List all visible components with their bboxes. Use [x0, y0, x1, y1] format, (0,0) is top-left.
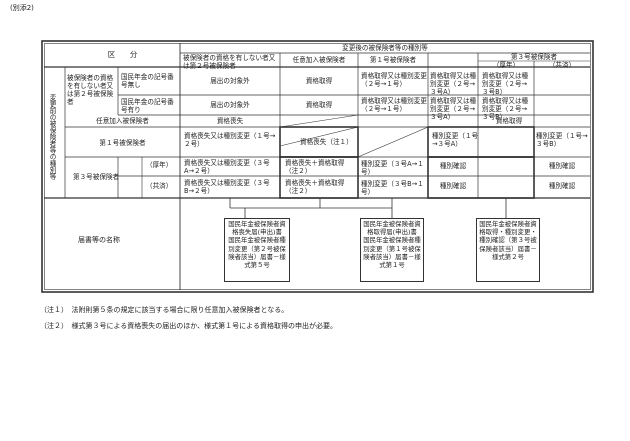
cell-r2-c4: 資格取得又は種別変更（２号→３号A）: [430, 97, 477, 121]
cell-r5-c3: 種別変更（３号A→１号）: [361, 160, 424, 176]
form-box-loss: 国民年金被保険者資格喪失届(申出)書 国民年金被保険者種別変更（第２号被保険者該…: [224, 218, 290, 282]
pension-no-label: 国民年金の記号番号無し: [121, 73, 174, 89]
kubun-header: 区 分: [107, 50, 138, 59]
cell-r4-c2: 資格喪失（注１）: [300, 138, 353, 146]
cell-r6-c5: 種別確認: [548, 182, 576, 190]
col-type1: 第１号被保険者: [369, 56, 417, 64]
type3-employed-label: （厚年）: [146, 161, 173, 169]
cell-r2-c3: 資格取得又は種別変更（２号→１号）: [361, 97, 427, 113]
type3-label: 第３号被保険者: [73, 173, 120, 181]
col-voluntary: 任意加入被保険者: [292, 56, 346, 64]
note-2: （注２） 様式第３号による資格喪失の届出のほか、様式第１号による資格取得の申出が…: [40, 322, 337, 330]
change-title: 変更後の被保険者等の種別等: [342, 44, 428, 52]
before-label: 変更前の被保険者等の種別等: [48, 94, 56, 180]
cell-r6-c2: 資格喪失＋資格取得（注２）: [285, 179, 345, 195]
cell-r1-c5: 資格取得又は種別変更（２号→３号B）: [482, 72, 529, 96]
cell-r2-c2: 資格取得: [305, 101, 333, 109]
col-non-insured: 被保険者の資格を有しない者又は第２号被保険者: [183, 54, 276, 70]
cell-r6-c4: 種別確認: [439, 182, 467, 190]
note-1: （注１） 法附則第５条の規定に該当する場合に限り任意加入被保険者となる。: [40, 306, 289, 314]
cell-r1-c4: 資格取得又は種別変更（２号→３号A）: [430, 72, 477, 96]
cell-r4-c4: 種別変更（１号→３号A）: [432, 132, 479, 148]
cell-r6-c1: 資格喪失又は種別変更（３号B→２号）: [184, 179, 270, 195]
cell-r5-c1: 資格喪失又は種別変更（３号A→２号）: [184, 159, 270, 175]
cell-r3-c345: 資格取得: [495, 117, 523, 125]
forms-label: 届書等の名称: [78, 236, 120, 244]
form-box-type3: 国民年金被保険者資格取得・種別変更・種別確認（第３号被保険者該当）届書－様式第２…: [476, 218, 540, 282]
cell-r5-c4: 種別確認: [439, 162, 467, 170]
cell-r4-c5: 種別変更（１号→３号B）: [536, 132, 588, 148]
col-type3-employed: （厚年）: [492, 61, 520, 69]
cell-r6-c3: 種別変更（３号B→１号）: [361, 180, 424, 196]
pension-yes-label: 国民年金の記号番号有り: [121, 98, 174, 114]
cell-r1-c1: 届出の対象外: [210, 77, 250, 85]
cell-r5-c2: 資格喪失＋資格取得（注２）: [285, 159, 345, 175]
cell-r2-c5: 資格取得又は種別変更（２号→３号B）: [482, 97, 529, 121]
cell-r2-c1: 届出の対象外: [210, 101, 250, 109]
col-type3: 第３号被保険者: [510, 53, 558, 61]
row-group-label: 被保険者の資格を有しない者又は第２号被保険者: [67, 74, 114, 106]
voluntary-label: 任意加入被保険者: [96, 117, 149, 125]
col-type3-mutual: （共済）: [548, 61, 576, 69]
cell-r1-c3: 資格取得又は種別変更（２号→１号）: [361, 72, 427, 88]
cell-r5-c5: 種別確認: [548, 162, 576, 170]
type3-mutual-label: （共済）: [146, 182, 173, 190]
cell-r1-c2: 資格取得: [305, 77, 333, 85]
cell-r4-c1: 資格喪失又は種別変更（１号→２号）: [184, 132, 276, 148]
cell-r3-c1: 資格喪失: [216, 117, 244, 125]
type1-label: 第１号被保険者: [99, 139, 146, 147]
attachment-label: (別添2): [10, 4, 34, 12]
form-box-acquisition: 国民年金被保険者資格取得届(申出)書 国民年金被保険者種別変更（第１号被保険者該…: [360, 218, 424, 282]
